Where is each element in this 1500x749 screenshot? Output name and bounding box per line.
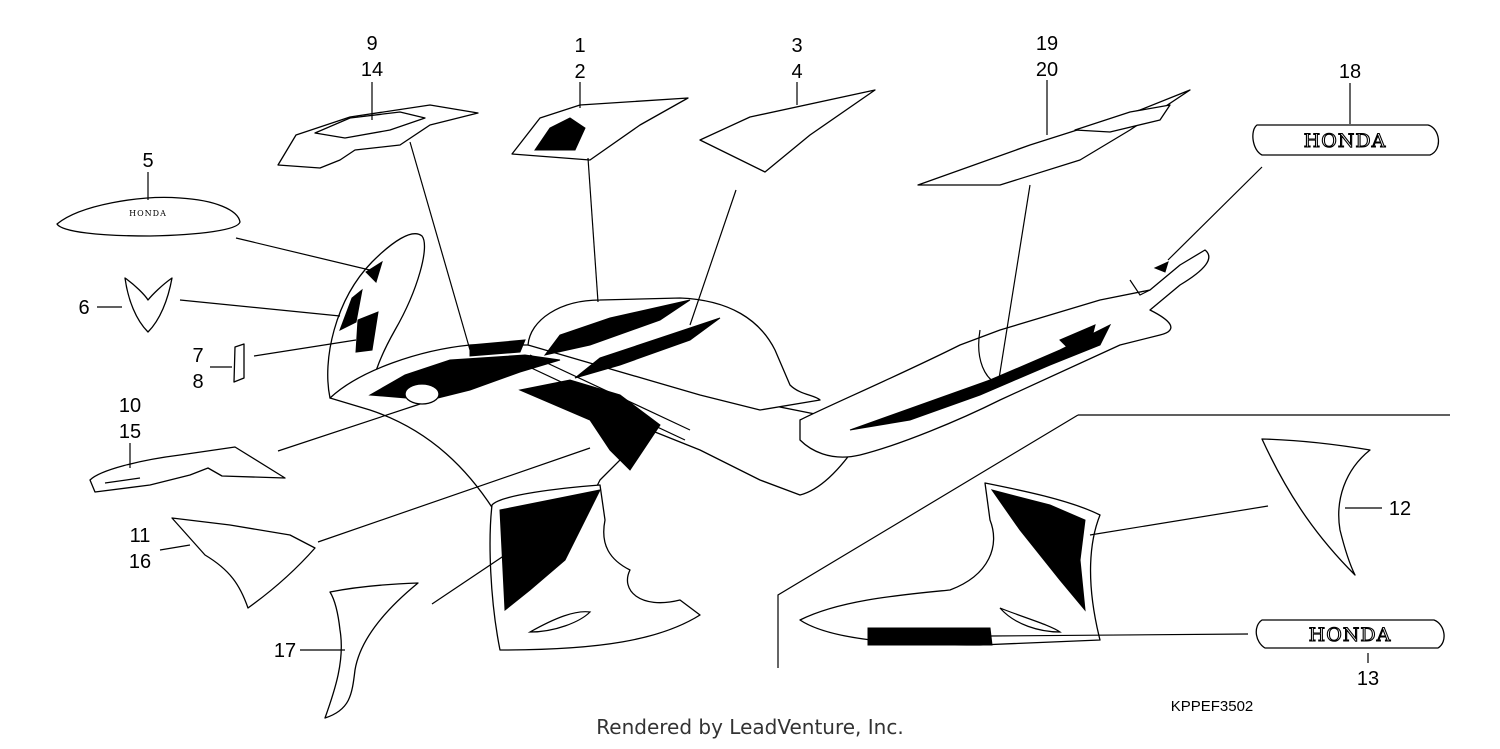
diagram-code: KPPEF3502 (1171, 698, 1254, 715)
callout-15: 15 (119, 421, 141, 443)
callout-5: 5 (142, 150, 153, 172)
honda-logo-5: HONDA (129, 209, 167, 218)
callout-7: 7 (192, 345, 203, 367)
callout-11: 11 (130, 525, 151, 547)
callout-1: 1 (574, 35, 585, 57)
motorcycle-body (327, 233, 1450, 668)
honda-logo-13: HONDA (1309, 624, 1392, 646)
callout-4: 4 (791, 61, 802, 83)
callout-16: 16 (129, 551, 151, 573)
credit-line: Rendered by LeadVenture, Inc. (596, 715, 904, 739)
callout-20: 20 (1036, 59, 1058, 81)
callout-19: 19 (1036, 33, 1058, 55)
callout-numbers: 9 14 1 2 3 4 19 20 18 5 6 7 8 10 15 11 1… (78, 33, 1411, 690)
callout-12: 12 (1389, 498, 1411, 520)
callout-10: 10 (119, 395, 141, 417)
decal-pieces (56, 89, 1445, 719)
callout-2: 2 (574, 61, 585, 83)
callout-17: 17 (274, 640, 296, 662)
callout-9: 9 (366, 33, 377, 55)
leader-lines (97, 80, 1382, 663)
callout-14: 14 (361, 59, 383, 81)
callout-3: 3 (791, 35, 802, 57)
callout-18: 18 (1339, 61, 1361, 83)
callout-8: 8 (192, 371, 203, 393)
logo-marks: HONDA HONDA HONDA (129, 129, 1392, 646)
callout-6: 6 (78, 297, 89, 319)
callout-13: 13 (1357, 668, 1379, 690)
honda-logo-18: HONDA (1304, 130, 1387, 152)
